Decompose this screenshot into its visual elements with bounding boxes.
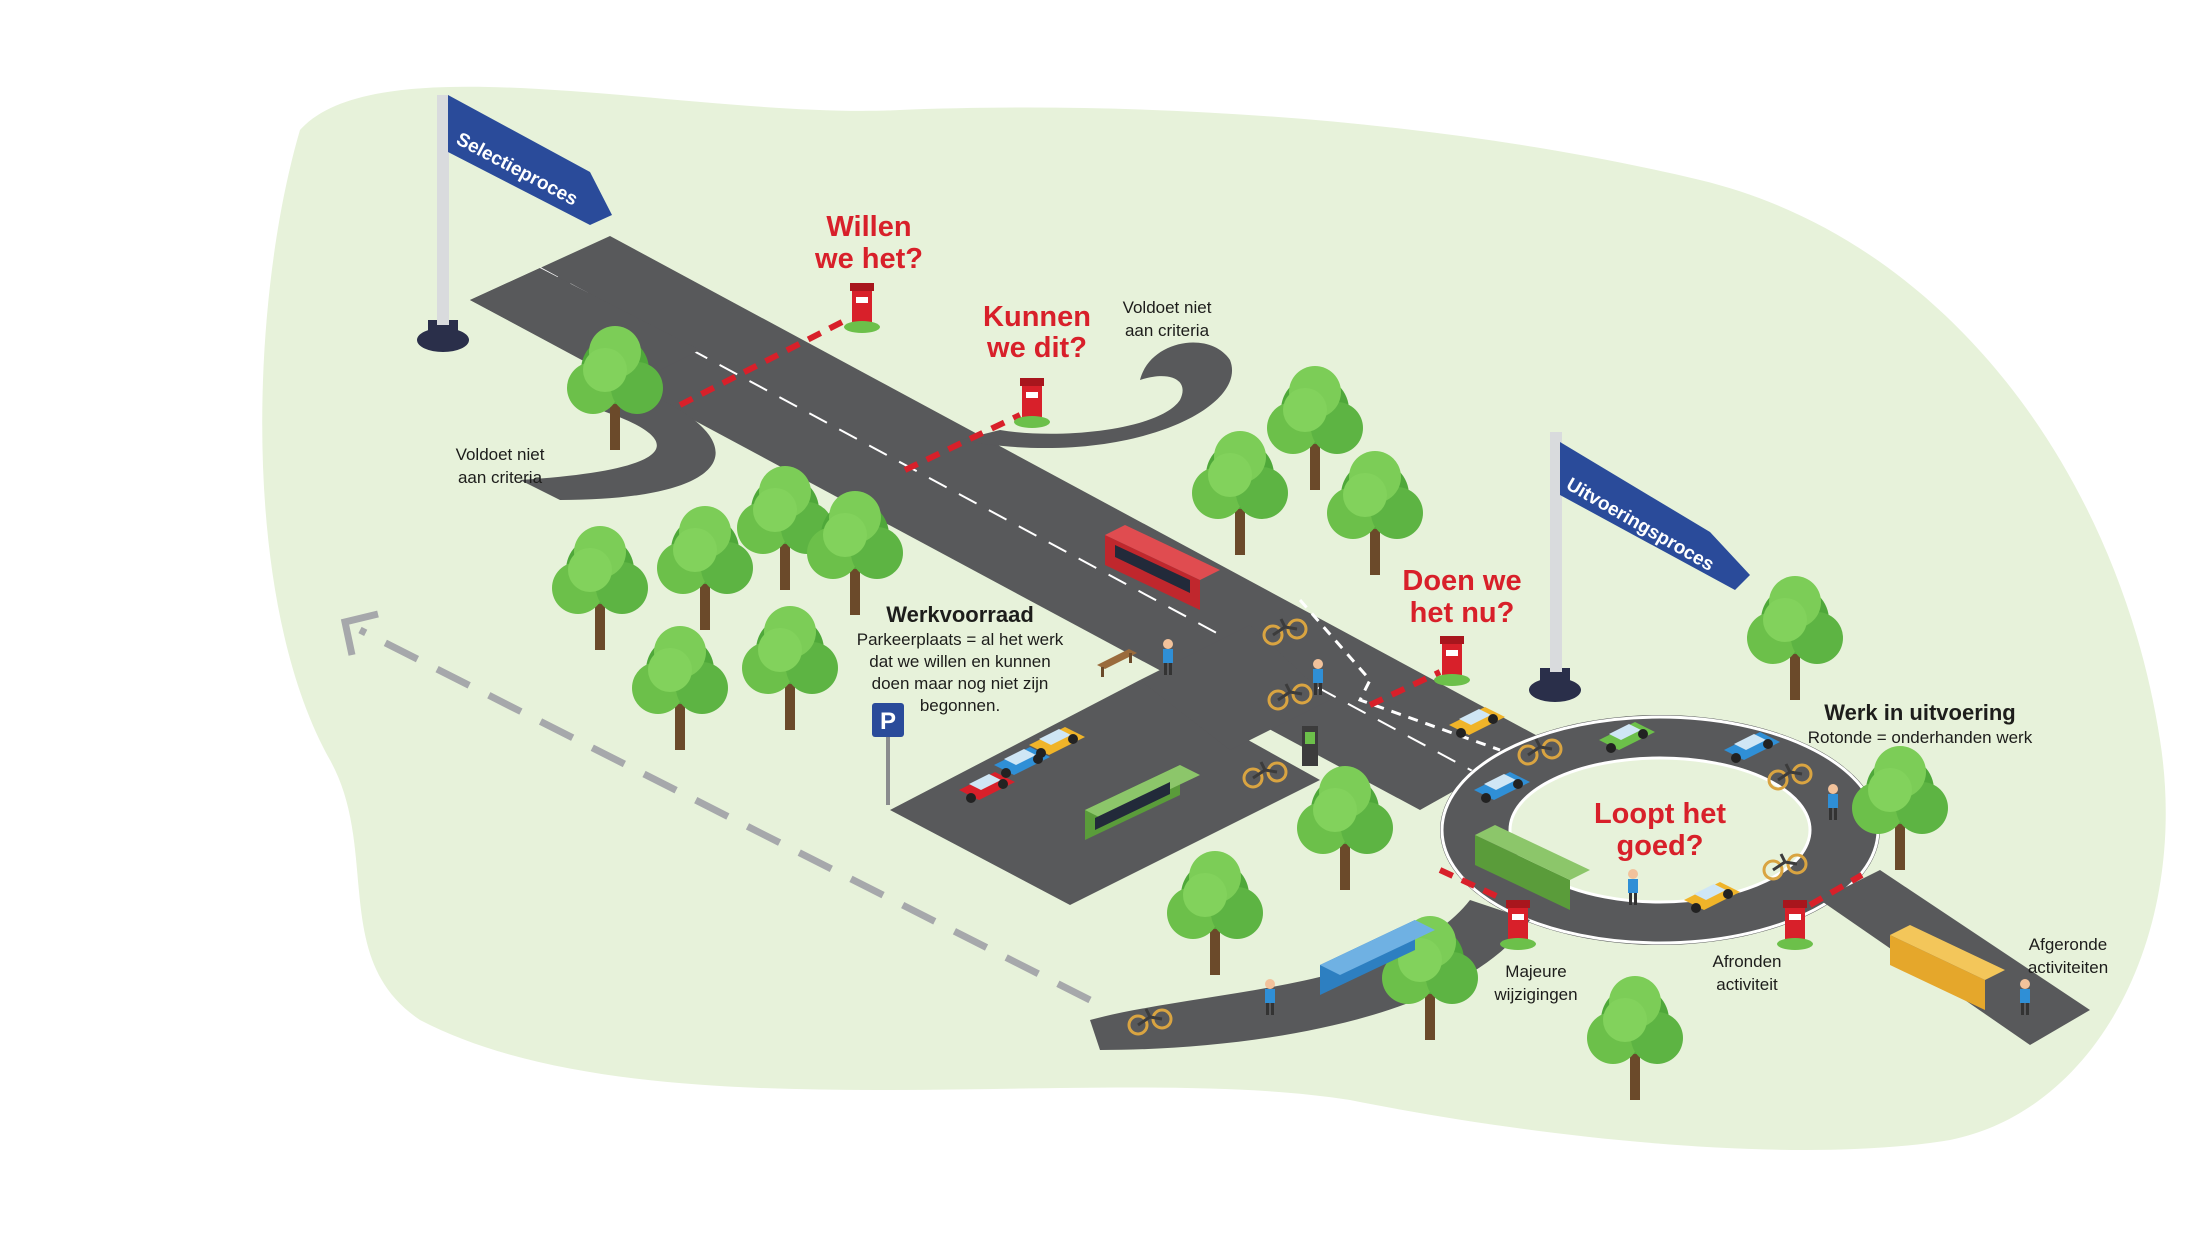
flag-sign-icon <box>1560 442 1750 590</box>
charging-station-icon <box>1302 726 1318 766</box>
bus-icon <box>1105 525 1220 610</box>
backlog-title: Werkvoorraad <box>886 602 1034 627</box>
backlog-line4: begonnen. <box>920 696 1000 715</box>
note-done-line1: Afgeronde <box>2029 935 2107 954</box>
question-want-line2: we het? <box>814 243 923 275</box>
flag-sign-icon <box>448 95 612 225</box>
note-major-line1: Majeure <box>1505 962 1566 981</box>
question-good-line1: Loopt het <box>1594 798 1726 830</box>
bus-icon <box>1890 925 2005 1010</box>
return-arrow-icon <box>340 610 1092 1004</box>
barrier-group <box>678 283 1864 950</box>
bus-icon <box>1085 765 1200 840</box>
note-finish-line1: Afronden <box>1713 952 1782 971</box>
bench-icon <box>1097 649 1137 677</box>
backlog-line2: dat we willen en kunnen <box>869 652 1050 671</box>
question-now-line1: Doen we <box>1402 565 1521 597</box>
note-done-line2: activiteiten <box>2028 958 2108 977</box>
note-finish-line2: activiteit <box>1716 975 1778 994</box>
note-major-line2: wijzigingen <box>1493 985 1577 1004</box>
note-reject-left-line1: Voldoet niet <box>456 445 545 464</box>
backlog-line1: Parkeerplaats = al het werk <box>857 630 1064 649</box>
backlog-line3: doen maar nog niet zijn <box>872 674 1049 693</box>
parking-sign-label: P <box>880 708 896 735</box>
note-reject-left-line2: aan criteria <box>458 468 543 487</box>
question-now-line2: het nu? <box>1410 597 1515 629</box>
question-good-line2: goed? <box>1617 830 1704 862</box>
wip-subtitle: Rotonde = onderhanden werk <box>1808 728 2033 747</box>
bus-icon <box>1320 920 1435 995</box>
question-can-line2: we dit? <box>986 332 1087 364</box>
bus-icon <box>1475 825 1590 910</box>
question-want-line1: Willen <box>826 211 911 243</box>
bike-path <box>1298 599 1501 752</box>
parking-sign-icon: P <box>872 703 904 805</box>
note-reject-top-line2: aan criteria <box>1125 321 1210 340</box>
wip-title: Werk in uitvoering <box>1824 700 2016 725</box>
question-can-line1: Kunnen <box>983 301 1091 333</box>
note-reject-top-line1: Voldoet niet <box>1123 298 1212 317</box>
